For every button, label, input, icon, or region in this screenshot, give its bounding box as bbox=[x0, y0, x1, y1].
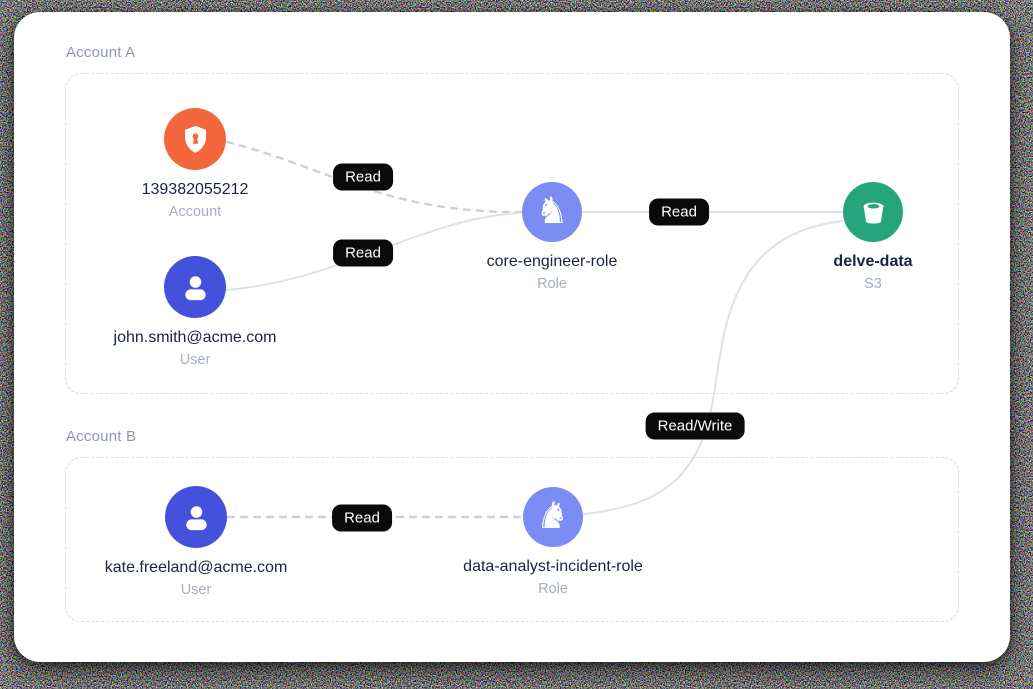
node-subtitle: User bbox=[180, 582, 212, 598]
node-subtitle: S3 bbox=[864, 276, 882, 292]
node-title: data-analyst-incident-role bbox=[463, 558, 643, 575]
node-title: kate.freeland@acme.com bbox=[104, 559, 288, 576]
section-label-account-a: Account A bbox=[66, 44, 136, 61]
section-label-account-b: Account B bbox=[66, 428, 137, 445]
bucket-icon bbox=[843, 182, 903, 242]
node-subtitle: Role bbox=[537, 276, 567, 292]
node-subtitle: User bbox=[179, 352, 211, 368]
shield-keyhole-icon bbox=[164, 108, 226, 170]
permission-badge-read: Read bbox=[332, 504, 392, 532]
node-title: 139382055212 bbox=[141, 181, 249, 198]
user-icon bbox=[165, 486, 227, 548]
chess-knight-icon: ♞ bbox=[523, 487, 583, 547]
node-title: delve-data bbox=[833, 253, 913, 270]
permission-badge-read: Read bbox=[649, 198, 709, 226]
permission-badge-read: Read bbox=[333, 163, 393, 191]
permission-badge-read: Read bbox=[333, 239, 393, 267]
section-box-account-a bbox=[65, 73, 959, 394]
chess-knight-icon: ♞ bbox=[522, 182, 582, 242]
node-subtitle: Account bbox=[168, 204, 222, 220]
user-icon bbox=[164, 256, 226, 318]
node-title: john.smith@acme.com bbox=[113, 329, 277, 346]
section-box-account-b bbox=[65, 457, 959, 622]
permission-badge-read-write: Read/Write bbox=[645, 412, 745, 440]
node-subtitle: Role bbox=[538, 581, 568, 597]
node-title: core-engineer-role bbox=[486, 253, 618, 270]
